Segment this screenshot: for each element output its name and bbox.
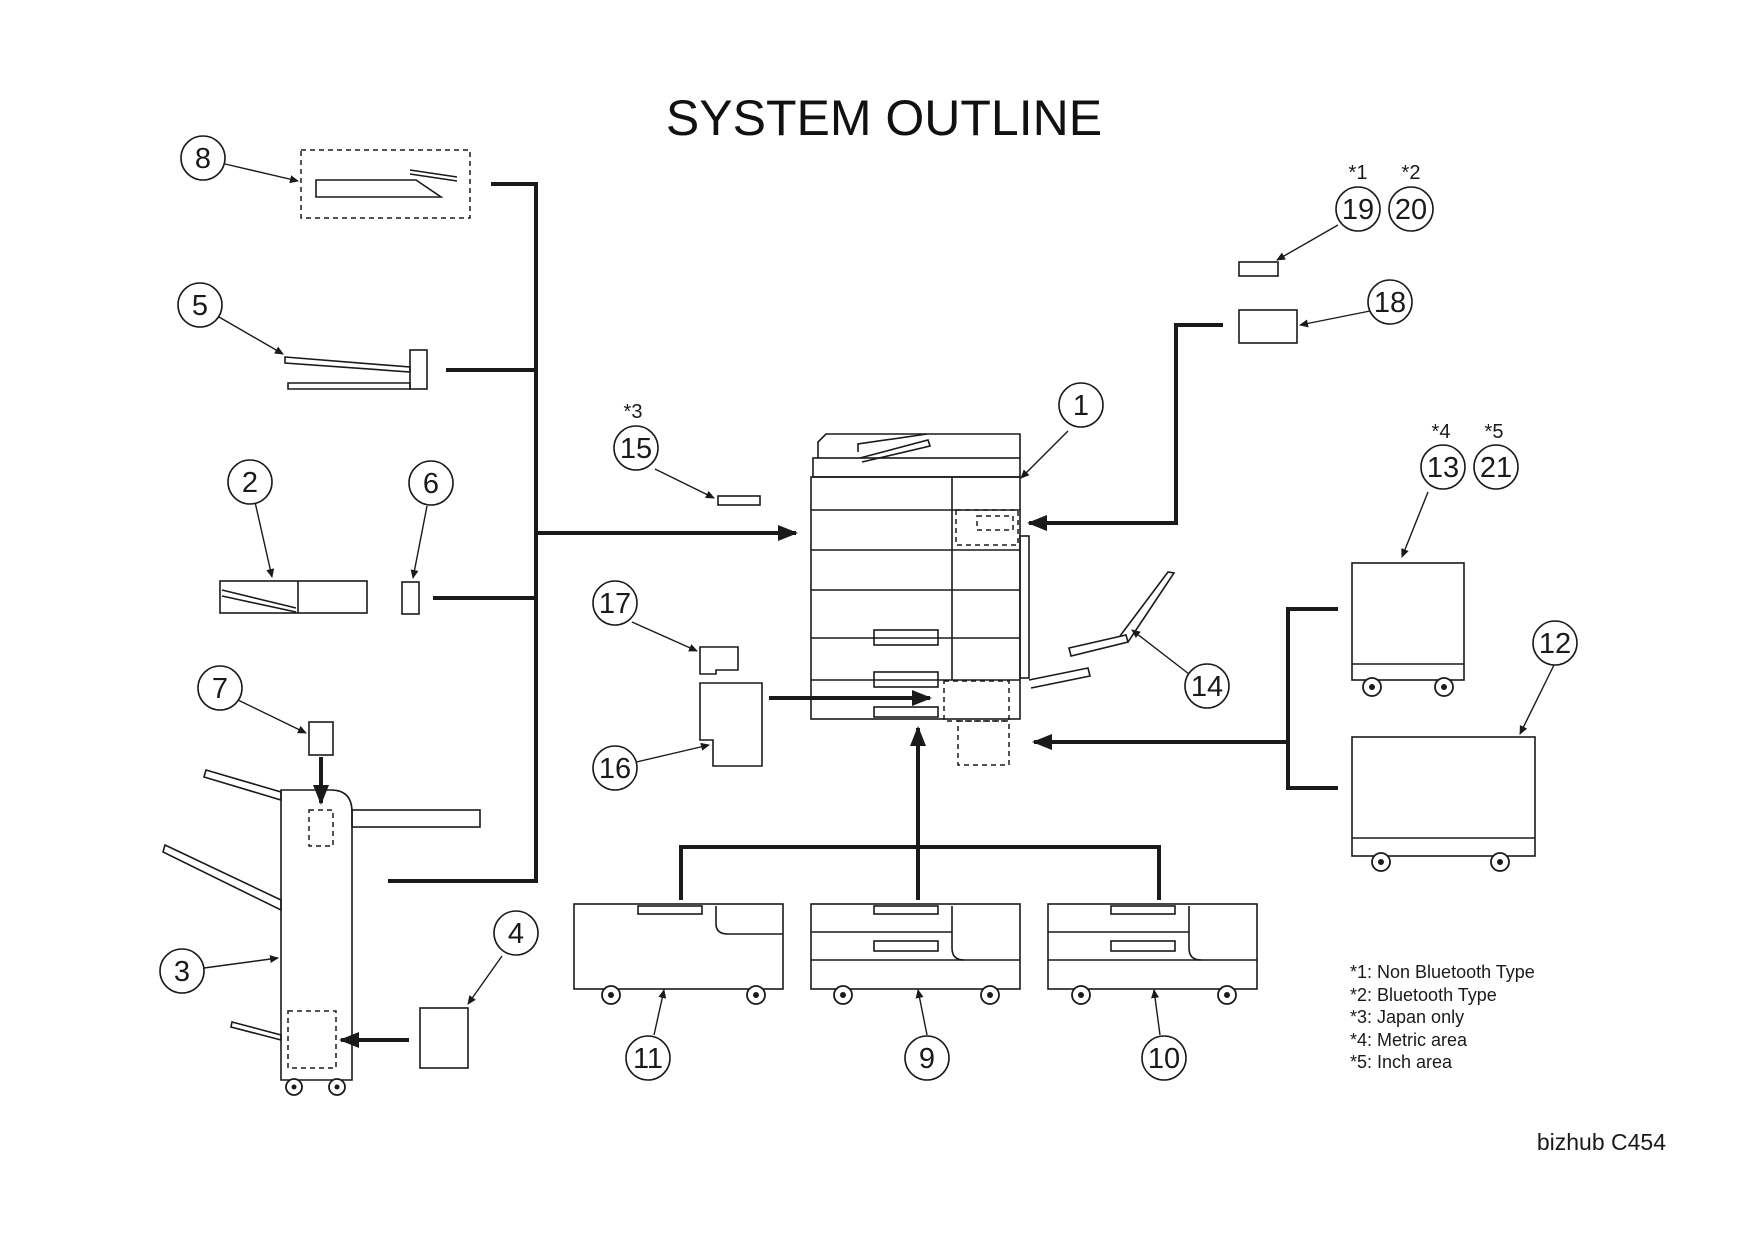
- callouts: 1 2 3 4 5 6 7 8 9 10 11 12 13 14 15 16 1…: [159, 135, 1578, 1081]
- svg-text:3: 3: [174, 956, 190, 988]
- part-11-feed-unit: [573, 903, 784, 1005]
- callout-16: 16: [592, 745, 638, 791]
- svg-text:8: 8: [195, 143, 211, 175]
- svg-text:12: 12: [1539, 628, 1571, 660]
- callout-10: 10: [1141, 1035, 1187, 1081]
- part-12-large-cabinet: [1351, 736, 1536, 872]
- callout-17: 17: [592, 580, 638, 626]
- svg-text:6: 6: [423, 468, 439, 500]
- callout-12: 12: [1532, 620, 1578, 666]
- callout-13: 13: [1420, 444, 1466, 490]
- mark-21: *5: [1485, 421, 1504, 443]
- part-8-working-table: [300, 149, 471, 219]
- callout-5: 5: [177, 282, 223, 328]
- callout-1: 1: [1058, 382, 1104, 428]
- note-2: *2: Bluetooth Type: [1350, 985, 1497, 1005]
- svg-text:16: 16: [599, 753, 631, 785]
- svg-text:17: 17: [599, 588, 631, 620]
- part-3-finisher: [162, 769, 481, 1096]
- part-17-unit: [699, 646, 739, 675]
- part-10-feed-cabinet: [1047, 903, 1258, 1005]
- mark-13: *4: [1432, 421, 1451, 443]
- svg-text:9: 9: [919, 1043, 935, 1075]
- part-6-small-unit: [401, 581, 420, 615]
- svg-text:2: 2: [242, 467, 258, 499]
- main-unit: [810, 433, 1091, 766]
- part-13-cabinet: [1351, 562, 1465, 697]
- model-name: bizhub C454: [1537, 1129, 1666, 1155]
- callout-9: 9: [904, 1035, 950, 1081]
- svg-text:19: 19: [1342, 194, 1374, 226]
- part-7-small-unit: [308, 721, 334, 756]
- callout-8: 8: [180, 135, 226, 181]
- footnote-marks: *1 *2 *3 *4 *5: [624, 162, 1504, 443]
- svg-text:7: 7: [212, 673, 228, 705]
- svg-text:15: 15: [620, 433, 652, 465]
- callout-14: 14: [1184, 663, 1230, 709]
- part-14-tray: [1068, 571, 1176, 657]
- callout-20: 20: [1388, 186, 1434, 232]
- note-3: *3: Japan only: [1350, 1007, 1464, 1027]
- callout-11: 11: [625, 1035, 671, 1081]
- connection-lines: [313, 182, 1338, 1048]
- svg-text:5: 5: [192, 290, 208, 322]
- part-16-unit: [699, 682, 763, 767]
- part-5-tray: [284, 349, 428, 390]
- part-4-unit: [419, 1007, 469, 1069]
- callout-2: 2: [227, 459, 273, 505]
- svg-text:18: 18: [1374, 287, 1406, 319]
- svg-text:4: 4: [508, 918, 524, 950]
- note-5: *5: Inch area: [1350, 1052, 1453, 1072]
- legend-notes: *1: Non Bluetooth Type *2: Bluetooth Typ…: [1350, 962, 1535, 1072]
- callout-21: 21: [1473, 444, 1519, 490]
- mark-19: *1: [1349, 162, 1368, 184]
- svg-text:14: 14: [1191, 671, 1223, 703]
- callout-15: 15: [613, 425, 659, 471]
- svg-text:13: 13: [1427, 452, 1459, 484]
- svg-text:11: 11: [633, 1043, 663, 1075]
- svg-text:1: 1: [1073, 390, 1089, 422]
- part-15-unit: [717, 495, 761, 506]
- part-19-20-unit: [1238, 261, 1279, 277]
- note-1: *1: Non Bluetooth Type: [1350, 962, 1535, 982]
- part-9-feed-cabinet: [810, 903, 1021, 1005]
- mark-15: *3: [624, 401, 643, 423]
- callout-18: 18: [1367, 279, 1413, 325]
- callout-7: 7: [197, 665, 243, 711]
- svg-text:20: 20: [1395, 194, 1427, 226]
- svg-text:21: 21: [1480, 452, 1512, 484]
- part-18-unit: [1238, 309, 1298, 344]
- callout-3: 3: [159, 948, 205, 994]
- leader-lines: [203, 163, 1556, 1036]
- mark-20: *2: [1402, 162, 1421, 184]
- note-4: *4: Metric area: [1350, 1030, 1468, 1050]
- callout-6: 6: [408, 460, 454, 506]
- part-2-kit: [219, 580, 368, 614]
- svg-text:10: 10: [1148, 1043, 1180, 1075]
- callout-19: 19: [1335, 186, 1381, 232]
- page-title: SYSTEM OUTLINE: [666, 90, 1102, 146]
- callout-4: 4: [493, 910, 539, 956]
